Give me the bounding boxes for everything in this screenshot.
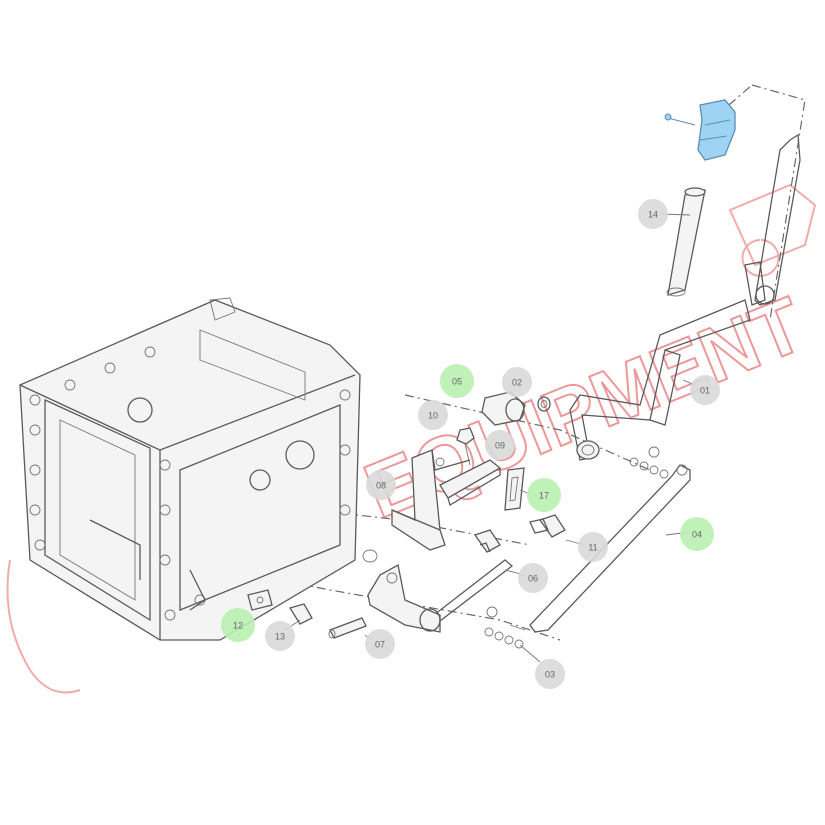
callout-label: 14: [648, 209, 658, 219]
callout-circle: [221, 608, 255, 642]
callout-circle: [366, 470, 396, 500]
callout-14: 14: [638, 199, 668, 229]
part-09-link: [439, 459, 502, 506]
callout-09: 09: [485, 430, 515, 460]
callout-circle: [265, 621, 295, 651]
part-01-gear-lever: [569, 133, 801, 461]
part-bolt-lower: [473, 529, 501, 553]
callout-circle: [365, 629, 395, 659]
callout-02: 02: [502, 367, 532, 397]
part-07-pin: [328, 617, 367, 639]
callout-circle: [680, 517, 714, 551]
callout-circle: [690, 375, 720, 405]
part-13-bolt: [288, 603, 313, 625]
callout-label: 02: [512, 377, 522, 387]
callout-label: 01: [700, 385, 710, 395]
callout-04: 04: [680, 517, 714, 551]
part-02-washer: [537, 396, 551, 412]
callout-label: 09: [495, 440, 505, 450]
watermark-tractor-icon: [728, 183, 817, 277]
callout-circle: [527, 478, 561, 512]
callout-10: 10: [418, 400, 448, 430]
part-17-plate: [504, 467, 525, 511]
part-08-bracket: [391, 449, 471, 551]
part-10-nut: [456, 427, 475, 466]
callout-circle: [578, 532, 608, 562]
transmission-housing: [19, 297, 361, 641]
callout-05: 05: [440, 364, 474, 398]
callout-06: 06: [518, 563, 548, 593]
part-14-sleeve: [666, 187, 706, 297]
callouts: 14 05 02 01 10 09 08 17 11 04 06 12 13 07 03: [221, 199, 720, 689]
callout-circle: [638, 199, 668, 229]
part-lower-shaft-bracket: [362, 549, 441, 633]
callout-08: 08: [366, 470, 396, 500]
callout-label: 08: [376, 480, 386, 490]
callout-03: 03: [535, 659, 565, 689]
callout-01: 01: [690, 375, 720, 405]
callout-label: 13: [275, 631, 285, 641]
callout-label: 05: [452, 376, 462, 386]
callout-07: 07: [365, 629, 395, 659]
callout-circle: [485, 430, 515, 460]
callout-label: 04: [692, 529, 702, 539]
callout-12: 12: [221, 608, 255, 642]
callout-13: 13: [265, 621, 295, 651]
housing-bolt-holes: [29, 346, 351, 621]
callout-circle: [502, 367, 532, 397]
callout-label: 06: [528, 573, 538, 583]
callout-circle: [440, 364, 474, 398]
part-lever-knob-highlight: [664, 99, 736, 161]
callout-circle: [535, 659, 565, 689]
part-12-tab: [247, 589, 273, 611]
callout-label: 03: [545, 669, 555, 679]
callout-label: 12: [233, 620, 243, 630]
callout-17: 17: [527, 478, 561, 512]
part-04-long-rod: [484, 446, 691, 649]
callout-circle: [518, 563, 548, 593]
part-11-bolt: [529, 514, 566, 538]
callout-circle: [418, 400, 448, 430]
callout-11: 11: [578, 532, 608, 562]
callout-label: 17: [539, 490, 549, 500]
callout-label: 11: [588, 542, 597, 552]
callout-label: 10: [428, 410, 438, 420]
callout-label: 07: [375, 639, 385, 649]
